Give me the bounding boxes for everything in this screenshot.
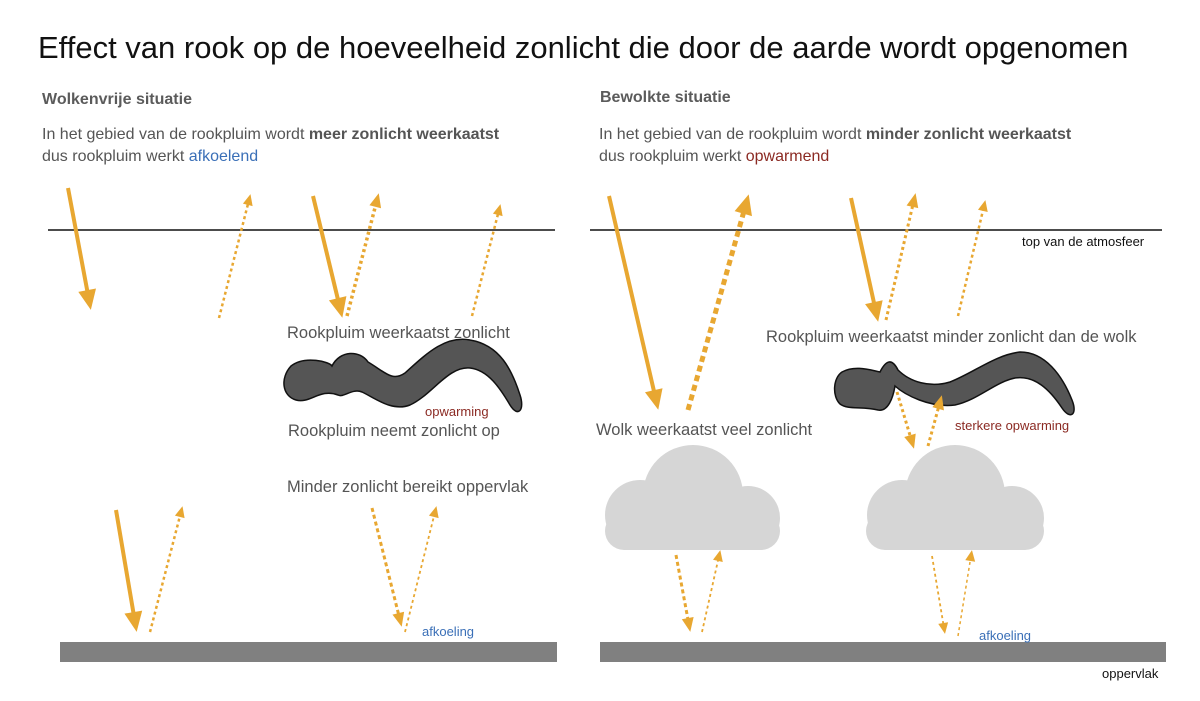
right-reflected-arrow-2 bbox=[956, 200, 988, 317]
right-surface bbox=[600, 642, 1166, 662]
diagram-title: Effect van rook op de hoeveelheid zonlic… bbox=[38, 30, 1129, 65]
smoke-surface-reflected-arrow bbox=[404, 506, 439, 633]
cloud-reflects-label: Wolk weerkaatst veel zonlicht bbox=[596, 421, 813, 439]
right-smoke-incoming-arrow bbox=[849, 197, 883, 322]
stronger-warming-label: sterkere opwarming bbox=[955, 418, 1070, 433]
surface-reflected-arrow bbox=[148, 506, 185, 633]
cloud-surface-incoming-arrow bbox=[674, 554, 694, 632]
right-desc-effect: opwarmend bbox=[745, 148, 830, 165]
cloud-to-smoke-arrow bbox=[926, 395, 944, 447]
left-reflected-arrow-2 bbox=[470, 204, 503, 317]
left-incoming-arrow bbox=[66, 187, 97, 310]
surface-label: oppervlak bbox=[1102, 666, 1159, 681]
cloud-incoming-arrow bbox=[607, 195, 663, 410]
right-desc-prefix: In het gebied van de rookpluim wordt bbox=[599, 126, 866, 143]
smoke-reflects-less-label: Rookpluim weerkaatst minder zonlicht dan… bbox=[766, 328, 1137, 346]
left-desc-line2: dus rookpluim werkt bbox=[42, 148, 189, 165]
right-desc-line2: dus rookpluim werkt bbox=[599, 148, 746, 165]
less-surface-label: Minder zonlicht bereikt oppervlak bbox=[287, 478, 529, 496]
left-reflected-arrow bbox=[217, 194, 253, 319]
left-warming-label: opwarming bbox=[425, 404, 489, 419]
left-smoke-plume bbox=[283, 338, 523, 413]
left-desc-bold: meer zonlicht weerkaatst bbox=[308, 126, 500, 143]
left-description: In het gebied van de rookpluim wordt mee… bbox=[42, 124, 499, 168]
cloud-surface-reflected-arrow bbox=[701, 550, 723, 633]
right-cloud bbox=[866, 445, 1044, 550]
right-cloud-surface-reflected-arrow bbox=[957, 550, 976, 637]
smoke-absorbs-label: Rookpluim neemt zonlicht op bbox=[288, 422, 500, 440]
left-surface bbox=[60, 642, 557, 662]
right-smoke-plume bbox=[833, 351, 1075, 416]
cloud-reflected-arrow bbox=[685, 194, 752, 411]
left-cooling-label: afkoeling bbox=[422, 624, 475, 639]
right-desc-bold: minder zonlicht weerkaatst bbox=[865, 126, 1072, 143]
smoke-surface-incoming-arrow bbox=[370, 507, 405, 627]
smoke-incoming-arrow bbox=[311, 195, 347, 318]
atmosphere-top-label: top van de atmosfeer bbox=[1022, 234, 1145, 249]
left-desc-effect: afkoelend bbox=[188, 148, 259, 165]
right-panel-heading: Bewolkte situatie bbox=[600, 89, 731, 106]
left-desc-prefix: In het gebied van de rookpluim wordt bbox=[42, 126, 309, 143]
right-smoke-reflected-arrow bbox=[884, 193, 919, 321]
smoke-to-cloud-arrow bbox=[895, 391, 916, 449]
right-cooling-label: afkoeling bbox=[979, 628, 1032, 643]
left-panel-heading: Wolkenvrije situatie bbox=[42, 91, 192, 108]
smoke-reflected-arrow bbox=[345, 193, 382, 317]
left-cloud bbox=[605, 445, 780, 550]
smoke-reflects-label: Rookpluim weerkaatst zonlicht bbox=[287, 324, 510, 342]
right-cloud-surface-incoming-arrow bbox=[931, 555, 949, 634]
surface-incoming-arrow bbox=[114, 509, 143, 632]
right-description: In het gebied van de rookpluim wordt min… bbox=[599, 124, 1071, 168]
